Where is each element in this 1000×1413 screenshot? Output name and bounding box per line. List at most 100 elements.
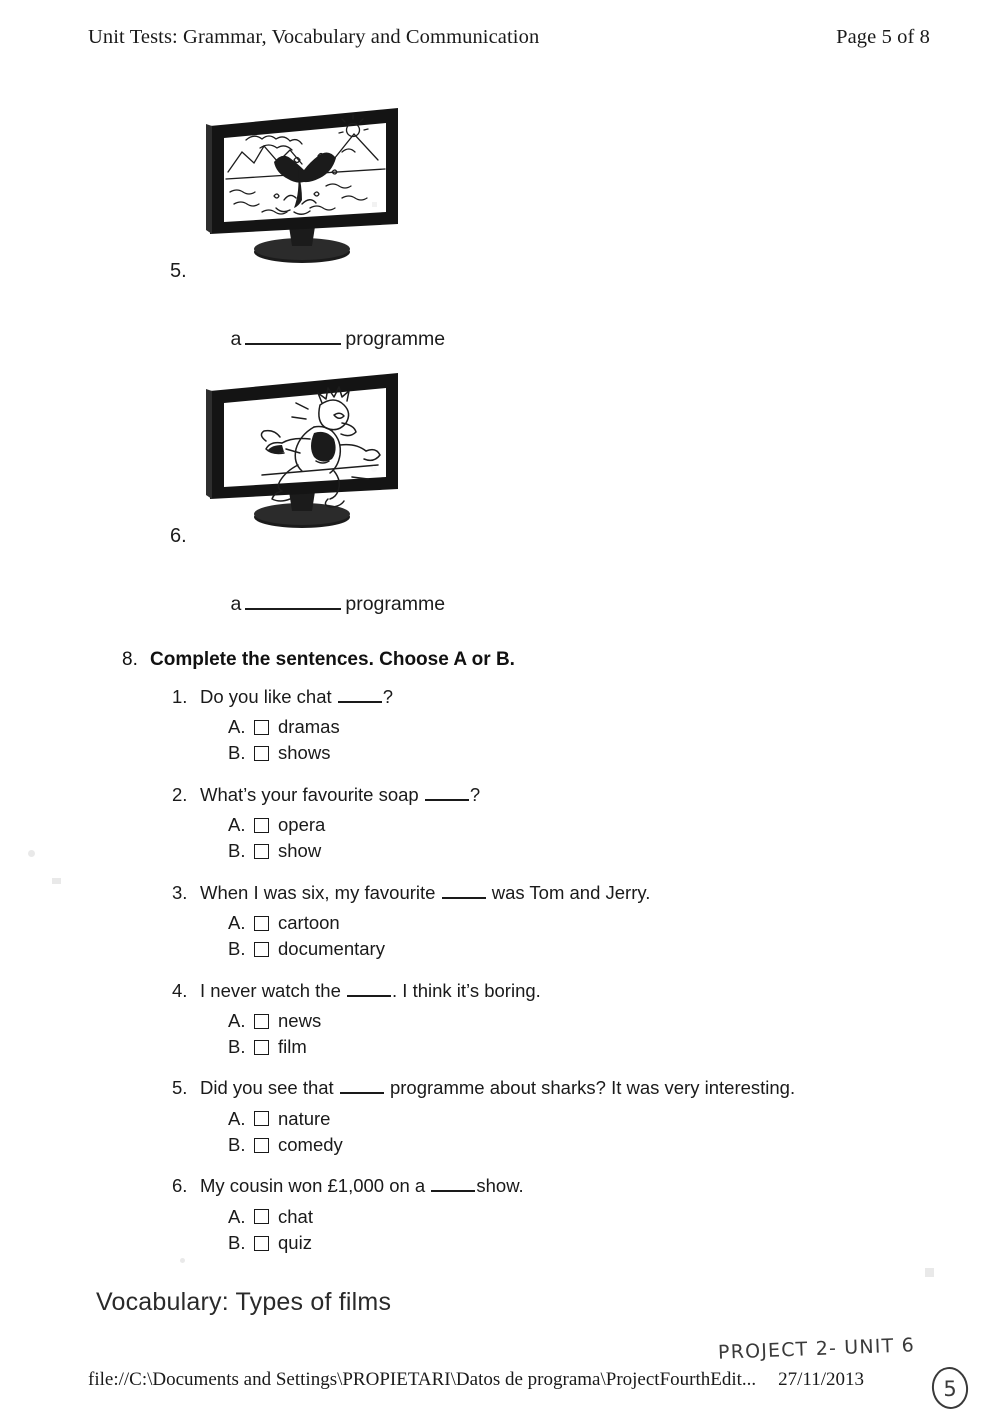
- page-number: Page 5 of 8: [836, 26, 930, 48]
- option-b[interactable]: B. film: [228, 1034, 882, 1060]
- checkbox-icon[interactable]: [254, 843, 269, 859]
- checkbox-icon[interactable]: [254, 817, 269, 833]
- checkbox-icon[interactable]: [254, 1137, 269, 1153]
- question-1: 1. Do you like chat ? A. dramas B. shows: [172, 685, 882, 767]
- question-text-before: Did you see that: [200, 1077, 334, 1099]
- item-number-5: 5.: [170, 260, 187, 282]
- scan-artifact: [180, 1258, 185, 1263]
- question-text-after: ?: [382, 685, 394, 707]
- option-a[interactable]: A. cartoon: [228, 910, 882, 936]
- header-title: Unit Tests: Grammar, Vocabulary and Comm…: [88, 26, 540, 48]
- page-header: Unit Tests: Grammar, Vocabulary and Comm…: [88, 26, 930, 49]
- question-5: 5. Did you see that programme about shar…: [172, 1076, 882, 1158]
- exercise-title: Complete the sentences. Choose A or B.: [150, 649, 515, 670]
- option-list: A. chat B. quiz: [228, 1204, 882, 1257]
- page-footer: file://C:\Documents and Settings\PROPIET…: [88, 1369, 940, 1391]
- option-label: shows: [278, 742, 331, 764]
- option-label: chat: [278, 1205, 313, 1227]
- option-list: A. dramas B. shows: [228, 714, 882, 767]
- question-number: 4.: [172, 979, 188, 1001]
- option-list: A. news B. film: [228, 1008, 882, 1061]
- option-label: cartoon: [278, 911, 340, 933]
- answer-line-5: a programme: [198, 305, 446, 374]
- answer-blank-5[interactable]: [245, 328, 342, 345]
- question-text-before: When I was six, my favourite: [200, 881, 436, 903]
- question-blank[interactable]: [337, 688, 382, 703]
- question-blank[interactable]: [347, 982, 392, 997]
- question-text: When I was six, my favourite was Tom and…: [200, 881, 882, 905]
- option-b[interactable]: B. documentary: [228, 936, 882, 962]
- option-b[interactable]: B. comedy: [228, 1132, 882, 1158]
- checkbox-icon[interactable]: [254, 1111, 269, 1127]
- question-3: 3. When I was six, my favourite was Tom …: [172, 881, 882, 963]
- question-text-after: show.: [476, 1175, 524, 1197]
- checkbox-icon[interactable]: [254, 915, 269, 931]
- option-a[interactable]: A. nature: [228, 1106, 882, 1132]
- answer-blank-6[interactable]: [245, 593, 342, 610]
- question-blank[interactable]: [441, 884, 486, 899]
- question-text-row: 2. What’s your favourite soap ?: [172, 783, 882, 807]
- scan-artifact: [925, 1268, 934, 1277]
- option-label: documentary: [278, 938, 385, 960]
- tv-cartoon-illustration: [206, 373, 398, 528]
- answer-suffix-6: programme: [345, 593, 446, 615]
- question-blank[interactable]: [339, 1079, 384, 1095]
- answer-prefix-5: a: [230, 328, 242, 350]
- question-text-row: 1. Do you like chat ?: [172, 685, 882, 709]
- option-a[interactable]: A. news: [228, 1008, 882, 1034]
- option-label: news: [278, 1009, 322, 1031]
- option-letter: A.: [228, 1205, 246, 1227]
- question-number: 1.: [172, 685, 188, 707]
- tv-whale-nature: [202, 100, 412, 265]
- question-number: 6.: [172, 1175, 188, 1197]
- question-text-after: ?: [469, 783, 481, 805]
- option-b[interactable]: B. show: [228, 838, 882, 864]
- option-list: A. opera B. show: [228, 812, 882, 865]
- option-letter: B.: [228, 840, 246, 862]
- checkbox-icon[interactable]: [254, 1013, 269, 1029]
- option-letter: B.: [228, 938, 246, 960]
- option-a[interactable]: A. chat: [228, 1204, 882, 1230]
- question-blank[interactable]: [431, 1177, 476, 1193]
- handwritten-circled-page-number: 5: [928, 1366, 972, 1410]
- option-label: opera: [278, 814, 326, 836]
- answer-prefix-6: a: [230, 593, 242, 615]
- question-number: 5.: [172, 1077, 188, 1099]
- answer-suffix-5: programme: [345, 328, 446, 350]
- option-label: show: [278, 840, 322, 862]
- option-letter: A.: [228, 1009, 246, 1031]
- checkbox-icon[interactable]: [254, 1235, 269, 1251]
- svg-text:5: 5: [943, 1377, 956, 1401]
- checkbox-icon[interactable]: [254, 1039, 269, 1055]
- question-number: 3.: [172, 881, 188, 903]
- question-text-before: My cousin won £1,000 on a: [200, 1175, 426, 1197]
- option-a[interactable]: A. dramas: [228, 714, 882, 740]
- option-b[interactable]: B. shows: [228, 740, 882, 766]
- option-letter: A.: [228, 1107, 246, 1129]
- question-text-row: 4. I never watch the . I think it’s bori…: [172, 979, 882, 1003]
- question-blank[interactable]: [424, 786, 469, 801]
- question-text: Do you like chat ?: [200, 685, 882, 709]
- vocabulary-section-heading: Vocabulary: Types of films: [96, 1288, 392, 1316]
- option-b[interactable]: B. quiz: [228, 1230, 882, 1256]
- option-letter: A.: [228, 716, 246, 738]
- picture-item-5: 5. a programme: [170, 100, 445, 350]
- exercise-8: 8. Complete the sentences. Choose A or B…: [122, 648, 882, 1272]
- checkbox-icon[interactable]: [254, 719, 269, 735]
- checkbox-icon[interactable]: [254, 941, 269, 957]
- option-a[interactable]: A. opera: [228, 812, 882, 838]
- option-label: dramas: [278, 716, 340, 738]
- question-text-before: I never watch the: [200, 979, 341, 1001]
- question-text-row: 3. When I was six, my favourite was Tom …: [172, 881, 882, 905]
- question-text-row: 6. My cousin won £1,000 on a show.: [172, 1174, 882, 1198]
- handwritten-note: PROJECT 2- UNIT 6: [717, 1334, 916, 1364]
- option-letter: B.: [228, 1232, 246, 1254]
- checkbox-icon[interactable]: [254, 745, 269, 761]
- checkbox-icon[interactable]: [254, 1209, 269, 1225]
- option-list: A. cartoon B. documentary: [228, 910, 882, 963]
- option-label: quiz: [278, 1232, 312, 1254]
- question-6: 6. My cousin won £1,000 on a show. A. ch…: [172, 1174, 882, 1256]
- tv-cartoon-character: [202, 365, 412, 530]
